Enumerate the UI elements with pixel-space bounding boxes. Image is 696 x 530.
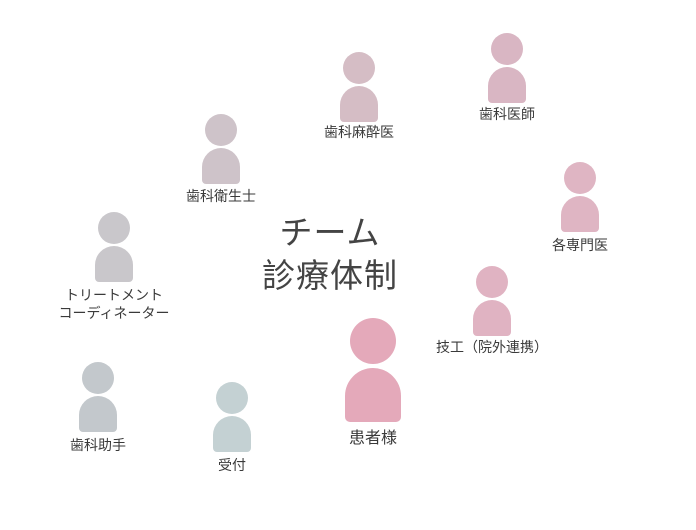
diagram-title-line2: 診療体制 [262, 256, 398, 295]
person-icon-coordinator [95, 212, 133, 282]
diagram-title-line1: チーム [279, 213, 381, 252]
person-icon-dentist [488, 33, 526, 103]
person-icon-specialist [561, 162, 599, 232]
label-hygienist: 歯科衛生士 [186, 189, 256, 205]
label-anesthesiologist: 歯科麻酔医 [324, 125, 394, 141]
label-specialist: 各専門医 [552, 238, 608, 254]
label-coordinator-line2: コーディネーター [58, 306, 170, 322]
label-dentist: 歯科医師 [479, 107, 535, 123]
person-icon-anesthesiologist [340, 52, 378, 122]
label-assistant: 歯科助手 [70, 438, 126, 454]
label-patient: 患者様 [348, 428, 397, 447]
person-icon-patient [345, 318, 401, 422]
person-icon-technician [473, 266, 511, 336]
label-coordinator-line1: トリートメント [65, 288, 163, 304]
person-icon-reception [213, 382, 251, 452]
person-icon-assistant [79, 362, 117, 432]
label-technician: 技工（院外連携） [436, 340, 548, 356]
person-icon-hygienist [202, 114, 240, 184]
label-reception: 受付 [218, 458, 246, 474]
